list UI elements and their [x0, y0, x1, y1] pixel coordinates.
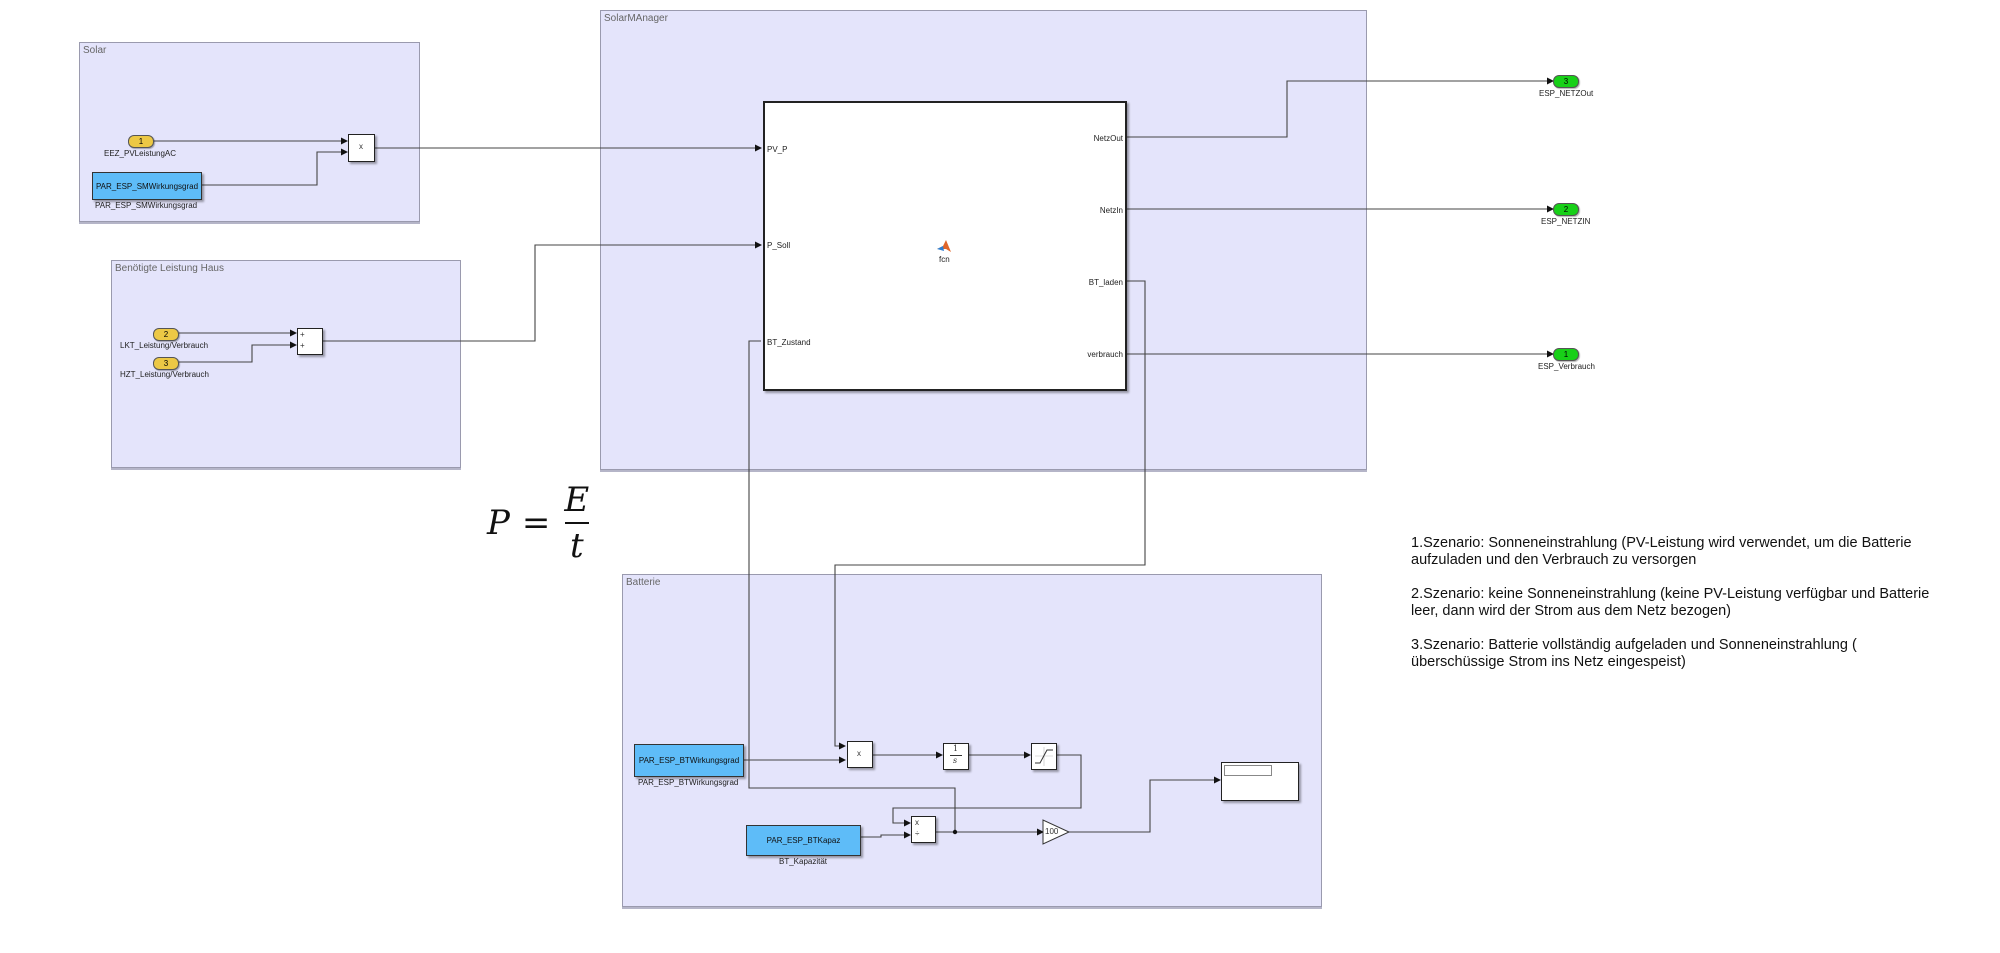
constant-btwirkungsgrad[interactable]: PAR_ESP_BTWirkungsgrad — [634, 744, 744, 777]
port-number: 1 — [138, 137, 144, 146]
saturation-block[interactable] — [1031, 743, 1057, 770]
port-number: 2 — [163, 330, 169, 339]
scenario-1: 1.Szenario: Sonneneinstrahlung (PV-Leist… — [1411, 535, 1912, 568]
inport-label: LKT_Leistung/Verbrauch — [120, 341, 209, 350]
outport-label: ESP_Verbrauch — [1538, 362, 1595, 371]
matlab-logo-icon — [937, 240, 951, 252]
integrator-bar — [950, 755, 962, 756]
sum-sign: + — [300, 341, 305, 350]
wire-netzout — [1124, 77, 1554, 138]
divide-op: x — [915, 818, 919, 827]
display-block[interactable] — [1221, 762, 1299, 801]
function-name: fcn — [939, 255, 950, 264]
wire-smwirk-to-product — [201, 148, 348, 186]
integrator-numerator: 1 — [953, 744, 959, 753]
area-title: SolarMAnager — [604, 13, 668, 24]
area-title: Batterie — [626, 577, 661, 588]
sum-block[interactable]: + + — [297, 328, 323, 355]
constant-value: PAR_ESP_SMWirkungsgrad — [95, 181, 199, 191]
saturation-icon — [1035, 747, 1053, 766]
area-batterie[interactable]: Batterie — [622, 574, 1322, 907]
formula-numerator: E — [564, 480, 590, 520]
inport-1[interactable]: 1 — [128, 135, 154, 148]
constant-label: PAR_ESP_BTWirkungsgrad — [638, 778, 739, 787]
area-title: Benötigte Leistung Haus — [115, 263, 224, 274]
outport-label: ESP_NETZIN — [1541, 217, 1591, 226]
integrator-denominator: s — [953, 756, 958, 765]
constant-label: PAR_ESP_SMWirkungsgrad — [95, 201, 198, 210]
formula-fraction: E t — [564, 480, 589, 566]
port-number: 2 — [1563, 205, 1569, 214]
formula-lhs: P — [487, 503, 510, 543]
wire-sum-to-psoll — [321, 241, 762, 342]
port-number: 1 — [1563, 350, 1569, 359]
output-port-netzin: NetzIn — [1099, 206, 1123, 215]
product-block[interactable]: x — [348, 134, 375, 162]
output-port-netzout: NetzOut — [1093, 134, 1123, 143]
wire-gain-to-display — [1069, 776, 1221, 833]
input-port-pvp: PV_P — [767, 145, 788, 154]
sum-sign: + — [300, 330, 305, 339]
input-port-btzustand: BT_Zustand — [767, 338, 811, 347]
constant-smwirkungsgrad[interactable]: PAR_ESP_SMWirkungsgrad — [92, 172, 202, 200]
matlab-function-block[interactable]: PV_P P_Soll BT_Zustand NetzOut NetzIn BT… — [763, 101, 1127, 391]
constant-value: PAR_ESP_BTKapaz — [766, 836, 841, 845]
formula: P = E t — [487, 480, 589, 566]
divide-op: ÷ — [915, 829, 920, 838]
product-op: x — [359, 142, 363, 151]
gain-value: 100 — [1045, 827, 1059, 836]
constant-label: BT_Kapazität — [779, 857, 828, 866]
wire-kapaz-to-divide — [860, 831, 911, 839]
inport-3[interactable]: 3 — [153, 357, 179, 370]
junction-dot — [952, 829, 958, 835]
area-title: Solar — [83, 45, 107, 56]
wire-btladen — [834, 280, 1146, 750]
fraction-bar — [564, 522, 589, 524]
outport-1[interactable]: 1 — [1553, 348, 1579, 361]
constant-btkapaz[interactable]: PAR_ESP_BTKapaz — [746, 825, 861, 856]
wire-hzt-to-sum — [178, 341, 297, 363]
outport-2[interactable]: 2 — [1553, 203, 1579, 216]
port-number: 3 — [163, 359, 169, 368]
input-port-psoll: P_Soll — [767, 241, 791, 250]
port-number: 3 — [1563, 77, 1569, 86]
gain-block — [1042, 819, 1071, 845]
wire-sat-to-divide — [892, 754, 1082, 827]
battery-product-block[interactable]: x — [847, 741, 873, 768]
scenario-notes: 1.Szenario: Sonneneinstrahlung (PV-Leist… — [1411, 535, 1931, 688]
product-op: x — [857, 749, 861, 758]
divide-block[interactable]: x ÷ — [911, 816, 936, 843]
scenario-2: 2.Szenario: keine Sonneneinstrahlung (ke… — [1411, 586, 1930, 619]
outport-3[interactable]: 3 — [1553, 75, 1579, 88]
constant-value: PAR_ESP_BTWirkungsgrad — [638, 756, 740, 765]
inport-label: HZT_Leistung/Verbrauch — [120, 370, 209, 379]
inport-label: EEZ_PVLeistungAC — [104, 149, 177, 158]
scenario-3: 3.Szenario: Batterie vollständig aufgela… — [1411, 637, 1857, 670]
formula-denominator: t — [569, 526, 584, 566]
inport-2[interactable]: 2 — [153, 328, 179, 341]
integrator-block[interactable]: 1 s — [943, 743, 969, 770]
output-port-btladen: BT_laden — [1088, 278, 1123, 287]
wire-btzustand — [748, 340, 956, 832]
display-value-field — [1224, 765, 1272, 776]
output-port-verbrauch: verbrauch — [1087, 350, 1123, 359]
formula-equals: = — [521, 503, 551, 543]
outport-label: ESP_NETZOut — [1539, 89, 1594, 98]
